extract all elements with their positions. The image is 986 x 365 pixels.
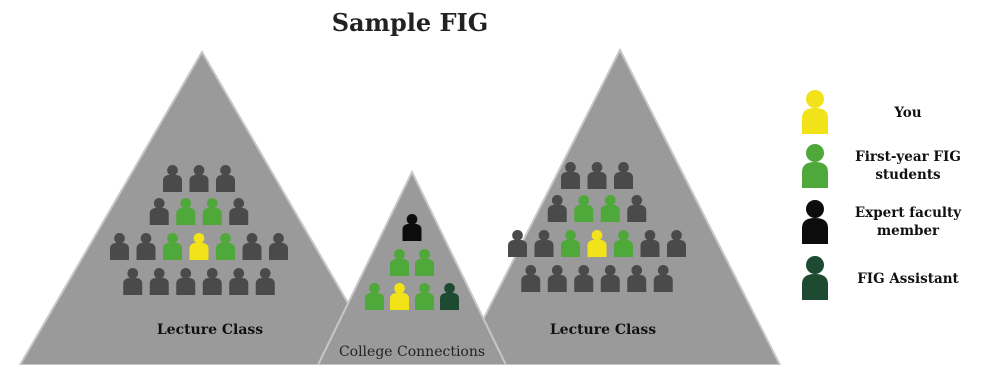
college-connections-label: College Connections (338, 344, 486, 360)
fig-assistant-icon (440, 283, 459, 310)
student-icon (600, 265, 620, 292)
legend-label-first-year: First-year FIG students (855, 149, 961, 183)
you-icon (587, 230, 607, 257)
student-icon (229, 198, 249, 225)
lecture-class-label-left: Lecture Class (156, 322, 264, 338)
lecture-class-label-right: Lecture Class (549, 322, 657, 338)
student-icon (547, 195, 567, 222)
student-icon (202, 268, 222, 295)
legend-label-faculty: Expert faculty member (854, 205, 962, 239)
student-icon (627, 265, 647, 292)
person-icon-first-year (802, 144, 828, 188)
legend-label-assistant: FIG Assistant (857, 271, 959, 287)
person-icon-you (802, 90, 828, 134)
student-icon (110, 233, 129, 260)
people-layer (110, 162, 686, 310)
student-icon (614, 162, 633, 189)
student-icon (216, 165, 235, 192)
first-year-student-icon (176, 198, 196, 225)
faculty-icon (402, 214, 422, 241)
first-year-student-icon (600, 195, 620, 222)
student-icon (561, 162, 580, 189)
student-icon (149, 268, 169, 295)
student-icon (149, 198, 169, 225)
diagram-title: Sample FIG (331, 8, 489, 37)
student-icon (269, 233, 288, 260)
student-icon (667, 230, 686, 257)
first-year-student-icon (415, 283, 434, 310)
student-icon (176, 268, 196, 295)
student-icon (547, 265, 567, 292)
student-icon (627, 195, 647, 222)
first-year-student-icon (561, 230, 580, 257)
first-year-student-icon (614, 230, 633, 257)
first-year-student-icon (163, 233, 182, 260)
student-icon (255, 268, 275, 295)
student-icon (163, 165, 182, 192)
legend-item-faculty: Expert faculty member (790, 196, 986, 246)
lecture-triangle-left (18, 50, 386, 365)
student-icon (587, 162, 607, 189)
student-icon (242, 233, 262, 260)
first-year-student-icon (216, 233, 235, 260)
college-connections-triangle (316, 169, 508, 365)
student-icon (229, 268, 249, 295)
legend-item-assistant: FIG Assistant (790, 252, 986, 302)
legend-item-first-year: First-year FIG students (790, 140, 986, 190)
first-year-student-icon (202, 198, 222, 225)
first-year-student-icon (365, 283, 384, 310)
person-icon-faculty (802, 200, 828, 244)
you-icon (390, 283, 409, 310)
you-icon (189, 233, 209, 260)
student-icon (574, 265, 594, 292)
student-icon (640, 230, 660, 257)
student-icon (508, 230, 527, 257)
student-icon (534, 230, 554, 257)
student-icon (123, 268, 143, 295)
student-icon (136, 233, 156, 260)
student-icon (189, 165, 209, 192)
lecture-triangle-right (458, 47, 782, 365)
first-year-student-icon (415, 249, 434, 276)
first-year-student-icon (574, 195, 594, 222)
student-icon (653, 265, 673, 292)
person-icon-assistant (802, 256, 828, 300)
student-icon (521, 265, 541, 292)
legend-item-you: You (790, 86, 986, 136)
legend-label-you: You (894, 105, 922, 121)
first-year-student-icon (390, 249, 409, 276)
